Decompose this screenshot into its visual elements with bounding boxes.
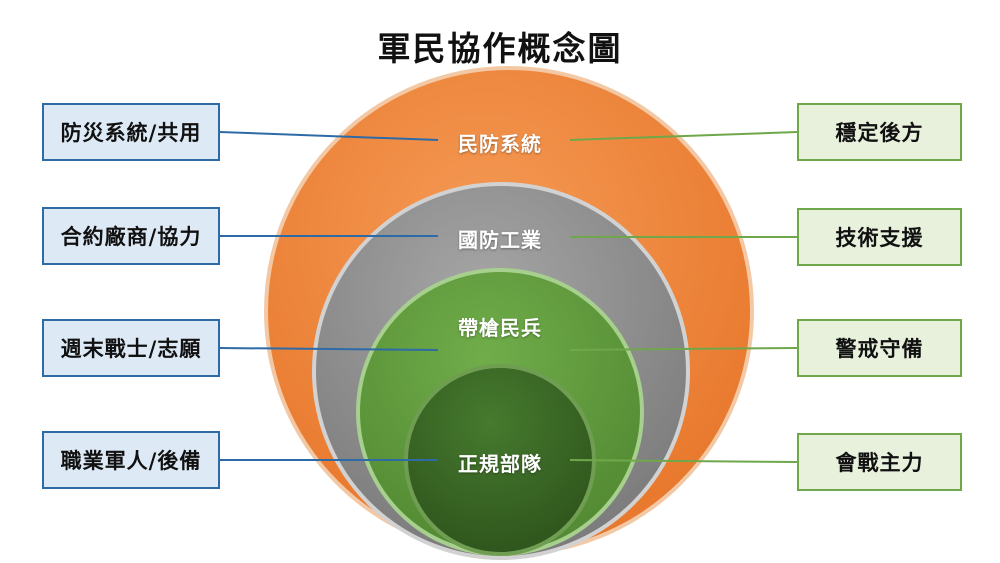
diagram-title: 軍民協作概念圖 xyxy=(377,29,623,68)
connector-right-3 xyxy=(569,347,798,351)
left-box-4: 職業軍人/後備 xyxy=(42,431,220,489)
ring-label-1: 民防系統 xyxy=(458,132,542,156)
connector-left-3 xyxy=(219,347,439,351)
left-box-2: 合約廠商/協力 xyxy=(42,207,220,265)
right-box-1: 穩定後方 xyxy=(797,103,962,161)
connector-right-4 xyxy=(569,459,798,463)
left-box-1: 防災系統/共用 xyxy=(42,103,220,161)
right-box-2: 技術支援 xyxy=(797,208,962,266)
right-box-4: 會戰主力 xyxy=(797,433,962,491)
ring-label-2: 國防工業 xyxy=(458,228,542,252)
connector-right-1 xyxy=(569,131,798,141)
right-box-3: 警戒守備 xyxy=(797,319,962,377)
connector-left-1 xyxy=(219,131,439,141)
left-box-3: 週末戰士/志願 xyxy=(42,319,220,377)
ring-label-3: 帶槍民兵 xyxy=(458,316,542,340)
ring-label-4: 正規部隊 xyxy=(458,452,542,476)
